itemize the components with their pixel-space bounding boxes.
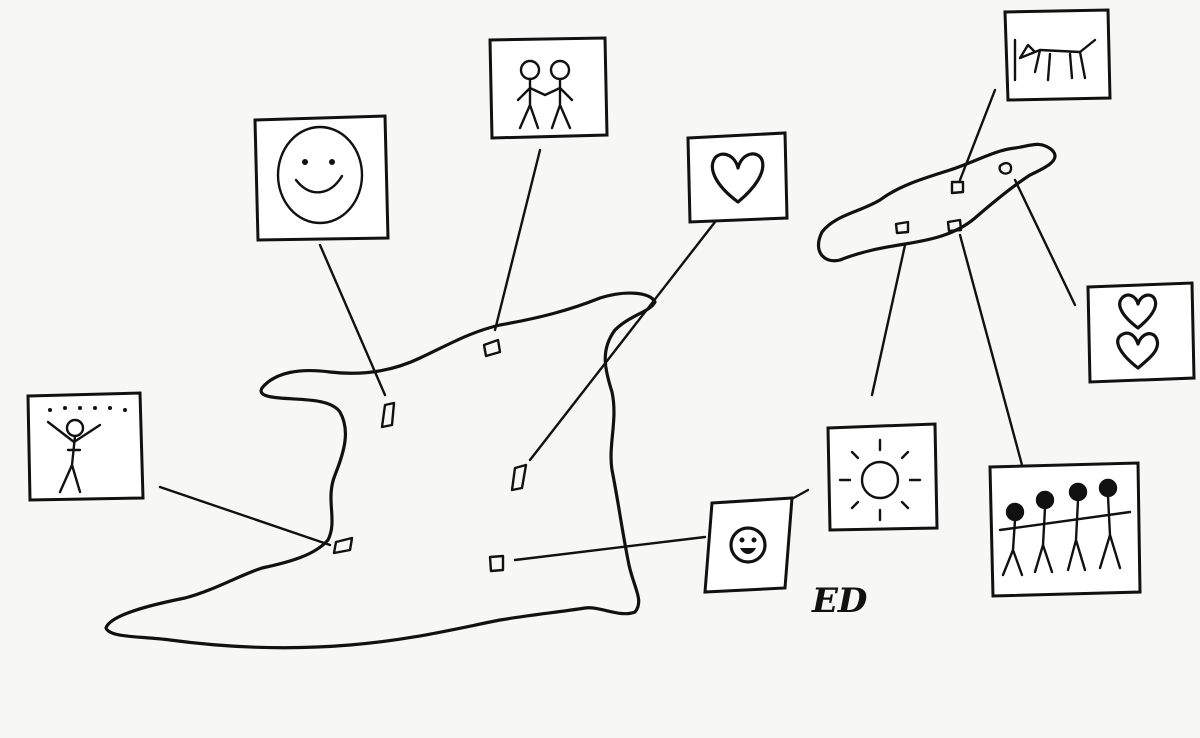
dancers-card	[988, 461, 1142, 598]
heart-icon-top	[1118, 293, 1158, 330]
laughing-face-card	[703, 496, 794, 594]
connector-dancers	[958, 233, 1024, 467]
connector-hearts	[1013, 178, 1077, 307]
two-hearts-card	[1086, 281, 1196, 384]
couple-icon	[516, 59, 574, 130]
sun-card	[826, 422, 939, 532]
connector-dog	[958, 88, 997, 182]
couple-card	[488, 36, 609, 140]
smiley-face-card	[253, 114, 390, 242]
connector-laugh	[513, 535, 707, 562]
marker-8	[946, 218, 963, 233]
marker-2	[482, 338, 502, 358]
face-icon	[276, 125, 364, 225]
connector-sun	[870, 243, 907, 397]
marker-9	[998, 161, 1013, 175]
dog-card	[1003, 8, 1112, 102]
cheering-person-card	[26, 391, 145, 502]
cheering-person-icon	[46, 418, 102, 494]
connector-couple	[493, 148, 542, 332]
connector-cheer	[158, 485, 332, 547]
dancers-icon	[998, 478, 1132, 577]
artist-signature: ED	[811, 581, 868, 621]
connector-heart	[528, 220, 717, 462]
small-island-outline	[816, 142, 1057, 263]
laughing-face-icon	[729, 526, 767, 564]
marker-5	[488, 554, 505, 573]
heart-icon	[710, 152, 765, 204]
connector-smile	[318, 243, 387, 397]
connector-lines	[158, 88, 1077, 562]
marker-6	[950, 180, 965, 195]
main-island-outline	[104, 291, 657, 650]
sun-icon	[838, 438, 922, 522]
marker-1	[380, 401, 396, 429]
marker-4	[332, 536, 354, 555]
dog-icon	[1013, 38, 1097, 82]
heart-card	[686, 131, 789, 224]
marker-3	[510, 463, 528, 492]
location-markers	[332, 161, 1013, 573]
marker-7	[894, 220, 910, 235]
heart-icon-bottom	[1116, 331, 1160, 370]
